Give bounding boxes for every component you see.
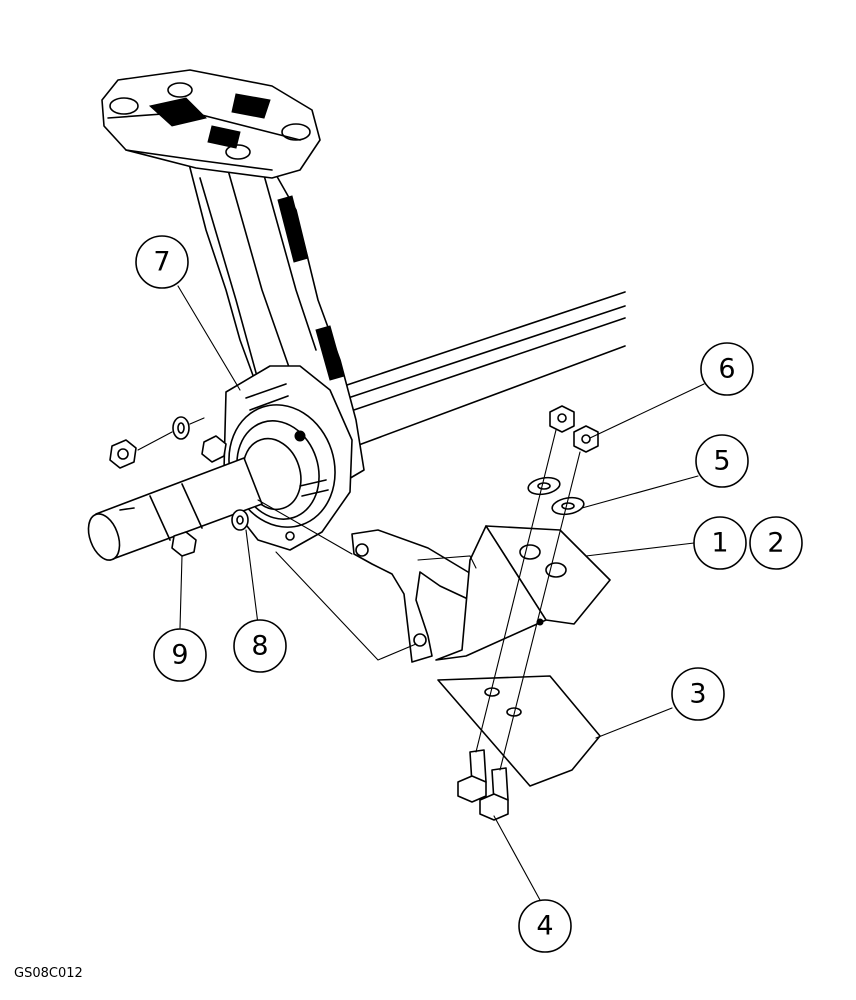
bracket-nuts-washers bbox=[527, 405, 599, 516]
callout-6-label: 6 bbox=[718, 354, 735, 385]
callout-9: 9 bbox=[153, 628, 207, 682]
callout-7: 7 bbox=[135, 235, 189, 289]
callout-9-label: 9 bbox=[171, 640, 188, 671]
angle-bracket bbox=[435, 525, 611, 661]
steering-arm-plate bbox=[351, 529, 479, 663]
axle-tube bbox=[337, 291, 626, 447]
bolts bbox=[457, 749, 509, 821]
bottom-plate bbox=[437, 675, 601, 787]
callout-3-label: 3 bbox=[689, 679, 706, 710]
callout-5: 5 bbox=[695, 434, 749, 488]
callout-2-label: 2 bbox=[767, 528, 784, 559]
assembly-lines bbox=[257, 429, 581, 771]
callout-8-label: 8 bbox=[251, 631, 268, 662]
callout-2: 2 bbox=[749, 516, 803, 570]
callout-6: 6 bbox=[700, 342, 754, 396]
callout-4-label: 4 bbox=[536, 911, 553, 942]
callout-8: 8 bbox=[233, 619, 287, 673]
callout-3: 3 bbox=[671, 667, 725, 721]
callouts: 1 2 3 4 5 6 7 8 bbox=[135, 235, 803, 953]
drawing-code: GS08C012 bbox=[14, 966, 83, 981]
hub-fasteners bbox=[109, 416, 249, 557]
callout-4: 4 bbox=[518, 899, 572, 953]
callout-1-label: 1 bbox=[711, 528, 728, 559]
spindle-shaft bbox=[87, 457, 263, 561]
callout-1: 1 bbox=[693, 516, 747, 570]
callout-7-label: 7 bbox=[153, 247, 170, 278]
callout-5-label: 5 bbox=[713, 446, 730, 477]
leader-lines bbox=[177, 285, 705, 901]
